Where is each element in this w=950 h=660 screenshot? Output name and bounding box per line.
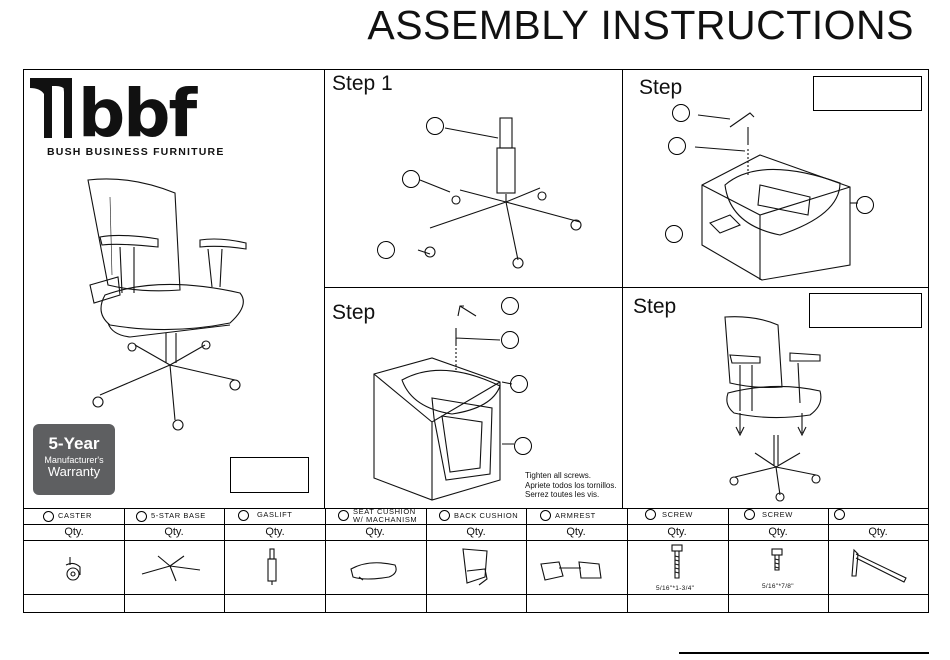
part-name-screw: SCREW <box>762 510 793 519</box>
part-check-circle <box>43 511 54 522</box>
seat-cushion-icon <box>350 562 397 581</box>
part-callout-circle <box>501 331 519 349</box>
part-callout-circle <box>668 137 686 155</box>
part-name-line: SEAT CUSHION <box>353 507 416 516</box>
screw-size-long: 5/16"*1-3/4" <box>656 585 695 592</box>
tighten-note-es: Apriete todos los tornillos. <box>525 480 617 490</box>
divider <box>828 508 829 613</box>
tighten-note-fr: Serrez toutes les vis. <box>525 490 600 499</box>
bbf-logo: bbf <box>30 75 200 152</box>
part-callout-circle <box>501 297 519 315</box>
part-check-circle <box>338 510 349 521</box>
long-screw-icon <box>671 544 683 579</box>
part-check-circle <box>834 509 845 520</box>
divider <box>526 508 527 613</box>
part-qty: Qty. <box>768 526 788 538</box>
part-callout-circle <box>514 437 532 455</box>
part-name-armrest: ARMREST <box>555 511 596 520</box>
instructions-frame <box>23 69 929 613</box>
divider <box>23 540 929 541</box>
part-name-caster: CASTER <box>58 511 93 520</box>
step-3-label: Step <box>332 301 376 324</box>
part-callout-circle <box>672 104 690 122</box>
divider <box>627 508 628 613</box>
logo-text: bbf <box>78 75 198 152</box>
part-callout-circle <box>856 196 874 214</box>
warranty-years: 5-Year <box>48 434 100 453</box>
divider <box>728 508 729 613</box>
brand-name: BUSH BUSINESS FURNITURE <box>47 146 225 158</box>
step-4-diagram <box>724 316 822 502</box>
armrest-icon <box>540 561 602 581</box>
allen-wrench-icon <box>851 548 907 583</box>
part-check-circle <box>645 509 656 520</box>
tighten-note: Tighten all screws. Apriete todos los to… <box>525 471 617 500</box>
part-qty: Qty. <box>667 526 687 538</box>
step-1-diagram <box>417 117 582 269</box>
part-qty: Qty. <box>164 526 184 538</box>
part-callout-circle <box>377 241 395 259</box>
chair-illustration <box>87 178 247 431</box>
gaslift-icon <box>267 548 277 585</box>
part-qty: Qty. <box>868 526 888 538</box>
caster-icon <box>65 557 81 581</box>
star-base-icon <box>141 555 201 582</box>
part-check-circle <box>238 510 249 521</box>
divider <box>23 508 929 509</box>
divider <box>23 524 929 525</box>
part-qty: Qty. <box>265 526 285 538</box>
part-check-circle <box>540 510 551 521</box>
back-cushion-icon <box>462 548 488 586</box>
part-callout-circle <box>665 225 683 243</box>
blank-box <box>230 457 309 493</box>
warranty-badge: 5-Year Manufacturer's Warranty <box>33 424 115 495</box>
screw-size-short: 5/16"*7/8" <box>762 583 794 590</box>
divider <box>426 508 427 613</box>
warranty-line: Manufacturer's <box>44 455 104 465</box>
part-qty: Qty. <box>466 526 486 538</box>
part-name-line: W/ MACHANISM <box>353 515 418 524</box>
step-2-diagram <box>694 112 858 281</box>
part-check-circle <box>439 510 450 521</box>
part-name-back-cushion: BACK CUSHION <box>454 511 519 520</box>
short-screw-icon <box>771 548 783 571</box>
part-qty: Qty. <box>64 526 84 538</box>
divider <box>324 69 325 508</box>
part-callout-circle <box>402 170 420 188</box>
page-title: ASSEMBLY INSTRUCTIONS <box>367 2 914 48</box>
step-3-diagram <box>373 305 514 501</box>
divider <box>224 508 225 613</box>
part-name-gaslift: GASLIFT <box>257 510 293 519</box>
part-name-star-base: 5-STAR BASE <box>151 511 206 520</box>
part-qty: Qty. <box>365 526 385 538</box>
tighten-note-en: Tighten all screws. <box>525 471 591 480</box>
step-2-label: Step <box>639 76 683 99</box>
signature-line <box>679 652 929 654</box>
step-4-label: Step <box>633 295 677 318</box>
part-check-circle <box>744 509 755 520</box>
part-check-circle <box>136 511 147 522</box>
divider <box>23 594 929 595</box>
divider <box>324 287 929 288</box>
divider <box>622 69 623 508</box>
divider <box>124 508 125 613</box>
step-1-label: Step 1 <box>332 72 393 95</box>
divider <box>325 508 326 613</box>
part-name-screw: SCREW <box>662 510 693 519</box>
blank-box <box>809 293 922 328</box>
part-callout-circle <box>426 117 444 135</box>
warranty-label: Warranty <box>47 464 101 479</box>
part-qty: Qty. <box>566 526 586 538</box>
blank-box <box>813 76 922 111</box>
